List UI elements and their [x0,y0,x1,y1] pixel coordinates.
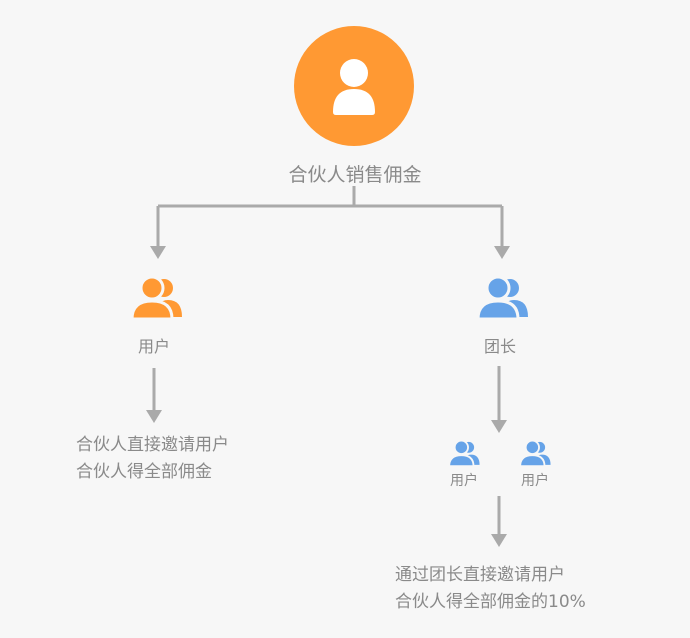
child-label: 用户 [450,473,478,489]
arrow-head [150,246,166,259]
root-label: 合伙人销售佣金 [288,164,422,186]
description-line: 通过团长直接邀请用户 [395,565,565,585]
arrow-head [146,410,162,423]
arrow-head [491,420,507,433]
user-icon [333,59,375,115]
user-group-icon [476,276,528,321]
root-avatar [294,26,414,146]
arrow-head [494,246,510,259]
user-group-icon [519,440,551,468]
left-branch-label: 用户 [138,337,171,356]
user-group-icon [130,276,182,321]
root-connector [156,186,504,246]
child-label: 用户 [521,473,549,489]
description-line: 合伙人得全部佣金 [76,462,212,482]
user-group-icon [448,440,480,468]
description-line: 合伙人得全部佣金的10% [395,592,586,612]
description-line: 合伙人直接邀请用户 [76,435,229,455]
right-branch-label: 团长 [484,337,517,356]
right-branch-description: 通过团长直接邀请用户 合伙人得全部佣金的10% [395,562,586,616]
left-branch-description: 合伙人直接邀请用户 合伙人得全部佣金 [76,432,229,486]
arrow-head [491,534,507,547]
